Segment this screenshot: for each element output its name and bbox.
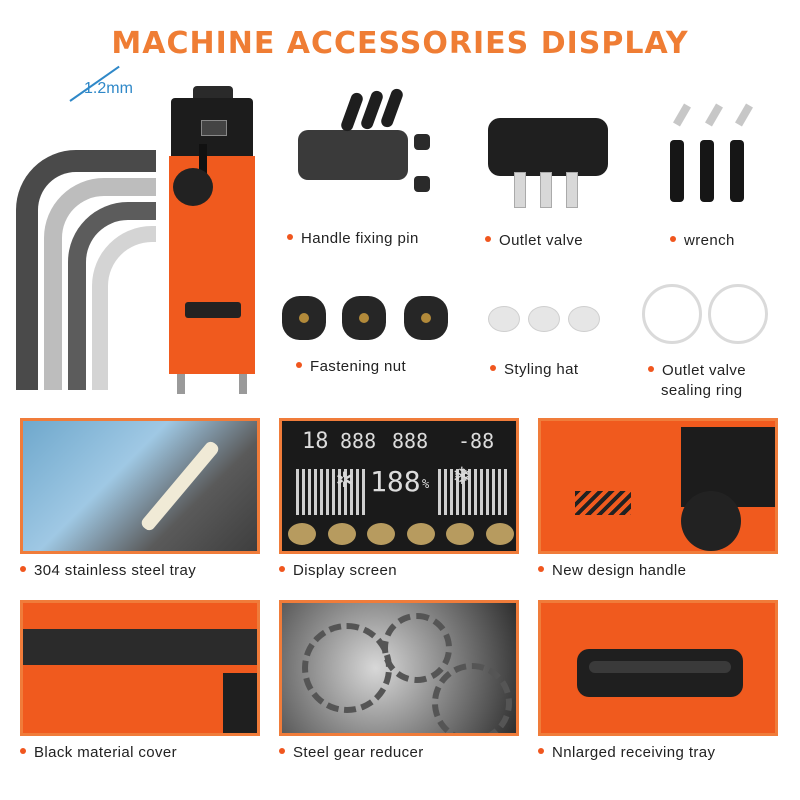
sealing-ring-image: [640, 282, 780, 352]
accessory-label-fastening-nut: Fastening nut: [296, 358, 406, 375]
machine-leg: [239, 374, 247, 394]
machine-leg: [177, 374, 185, 394]
bullet-dot: [538, 748, 544, 755]
panel-label-stainless-steel-tray: 304 stainless steel tray: [20, 562, 196, 579]
bullet-dot: [485, 236, 491, 243]
bullet-dot: [490, 365, 496, 372]
display-button: [485, 523, 514, 545]
cover-lid: [23, 629, 257, 665]
receiving-tray-image: [577, 649, 743, 697]
machine-dispenser-head: [173, 168, 213, 206]
fastening-nut-image: [276, 292, 456, 352]
accessory-label-styling-hat: Styling hat: [490, 361, 578, 378]
dispenser-head: [681, 491, 741, 551]
accessory-label-wrench: wrench: [670, 232, 735, 249]
bullet-dot: [279, 566, 285, 573]
accessory-label-sealing-ring: Outlet valve sealing ring: [648, 361, 746, 401]
panel-label-display-screen: Display screen: [279, 562, 397, 579]
display-bar-right: [438, 469, 508, 515]
display-button: [446, 523, 475, 545]
display-seg-mid2: 888: [392, 429, 429, 453]
panel-label-new-design-handle: New design handle: [538, 562, 686, 579]
handle-fixing-pin-image: [290, 86, 440, 206]
panel-label-steel-gear-reducer: Steel gear reducer: [279, 744, 424, 761]
panel-receiving-tray: [538, 600, 778, 736]
vent-pattern: [575, 491, 631, 515]
bullet-dot: [296, 362, 302, 369]
gear-icon: [382, 613, 452, 683]
machine-screen: [201, 120, 227, 136]
page-title: MACHINE ACCESSORIES DISPLAY: [111, 26, 689, 61]
panel-stainless-steel-tray: [20, 418, 260, 554]
frost-icon: ❄: [454, 461, 470, 491]
machine-top-panel: [171, 98, 253, 156]
wrench-image: [660, 100, 760, 210]
display-button: [327, 523, 356, 545]
machine-drip-tray: [185, 302, 241, 318]
bullet-dot: [279, 748, 285, 755]
panel-black-material-cover: [20, 600, 260, 736]
snowflake-icon: ✲: [336, 461, 353, 494]
display-main-value: 188: [370, 465, 421, 498]
display-button: [406, 523, 435, 545]
bullet-dot: [538, 566, 544, 573]
panel-display-screen: 18 888 888 -88 ✲ 188 % ❄: [279, 418, 519, 554]
display-seg-left: 18: [302, 429, 329, 454]
panel-new-design-handle: [538, 418, 778, 554]
gear-icon: [302, 623, 392, 713]
panel-label-black-material-cover: Black material cover: [20, 744, 177, 761]
panel-steel-gear-reducer: [279, 600, 519, 736]
outlet-valve-image: [484, 112, 614, 222]
panel-label-receiving-tray: Nnlarged receiving tray: [538, 744, 715, 761]
steel-thickness-illustration: [6, 110, 156, 390]
accessory-label-handle-fixing-pin: Handle fixing pin: [287, 230, 419, 247]
display-seg-mid1: 888: [340, 429, 377, 453]
gear-icon: [432, 663, 512, 733]
dimension-label: 1.2mm: [84, 80, 133, 97]
bullet-dot: [648, 366, 654, 373]
accessory-label-outlet-valve: Outlet valve: [485, 232, 583, 249]
bullet-dot: [287, 234, 293, 241]
cover-control-panel: [223, 673, 257, 733]
machine-handle: [199, 144, 207, 174]
display-seg-right: -88: [458, 429, 495, 453]
bullet-dot: [20, 566, 26, 573]
display-unit: %: [422, 477, 430, 491]
ice-cream-machine-image: [163, 86, 260, 394]
display-button-row: [288, 523, 514, 545]
display-bar-left: [296, 469, 366, 515]
machine-cap: [193, 86, 233, 100]
bullet-dot: [20, 748, 26, 755]
display-button: [367, 523, 396, 545]
display-button: [288, 523, 316, 545]
bullet-dot: [670, 236, 676, 243]
styling-hat-image: [486, 302, 606, 342]
brush-image: [139, 439, 221, 533]
